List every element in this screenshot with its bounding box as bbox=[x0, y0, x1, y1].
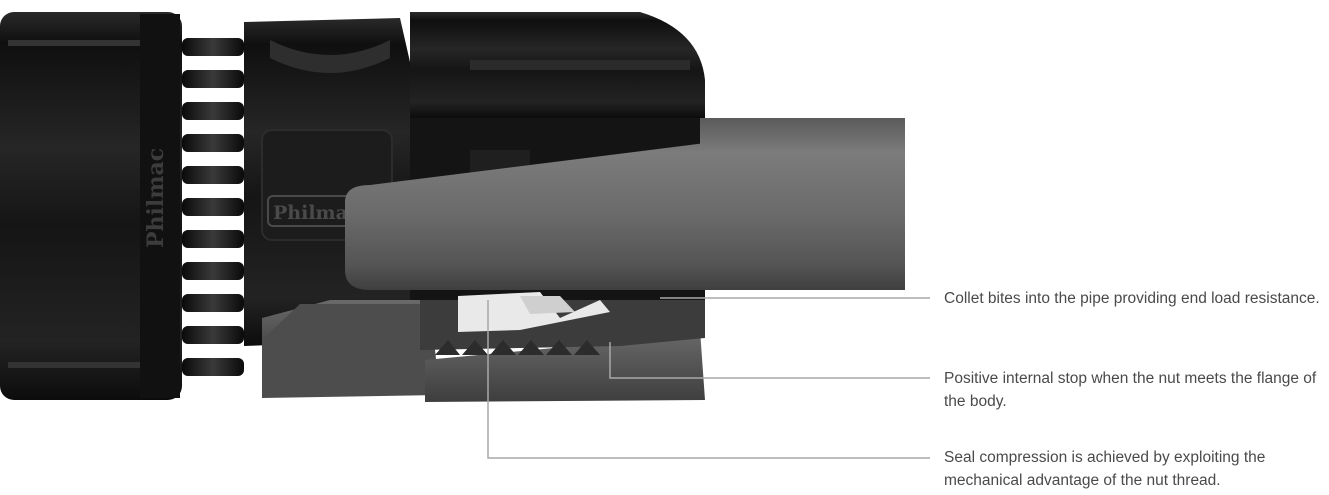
seal bbox=[458, 292, 610, 332]
leader-line-seal bbox=[487, 300, 930, 459]
leader-lines bbox=[487, 297, 930, 459]
thread-rings bbox=[182, 38, 244, 376]
cutaway-section bbox=[262, 300, 705, 402]
leader-line-stop bbox=[609, 342, 930, 379]
brand-logo-vertical: Philmac bbox=[143, 148, 169, 248]
callout-internal-stop: Positive internal stop when the nut meet… bbox=[944, 370, 1317, 410]
callout-collet: Collet bites into the pipe providing end… bbox=[944, 290, 1320, 307]
svg-text:Philmac: Philmac bbox=[273, 202, 360, 224]
callout-seal-compression: Seal compression is achieved by exploiti… bbox=[944, 449, 1266, 489]
pipe bbox=[345, 118, 905, 290]
collet-teeth bbox=[435, 340, 600, 355]
